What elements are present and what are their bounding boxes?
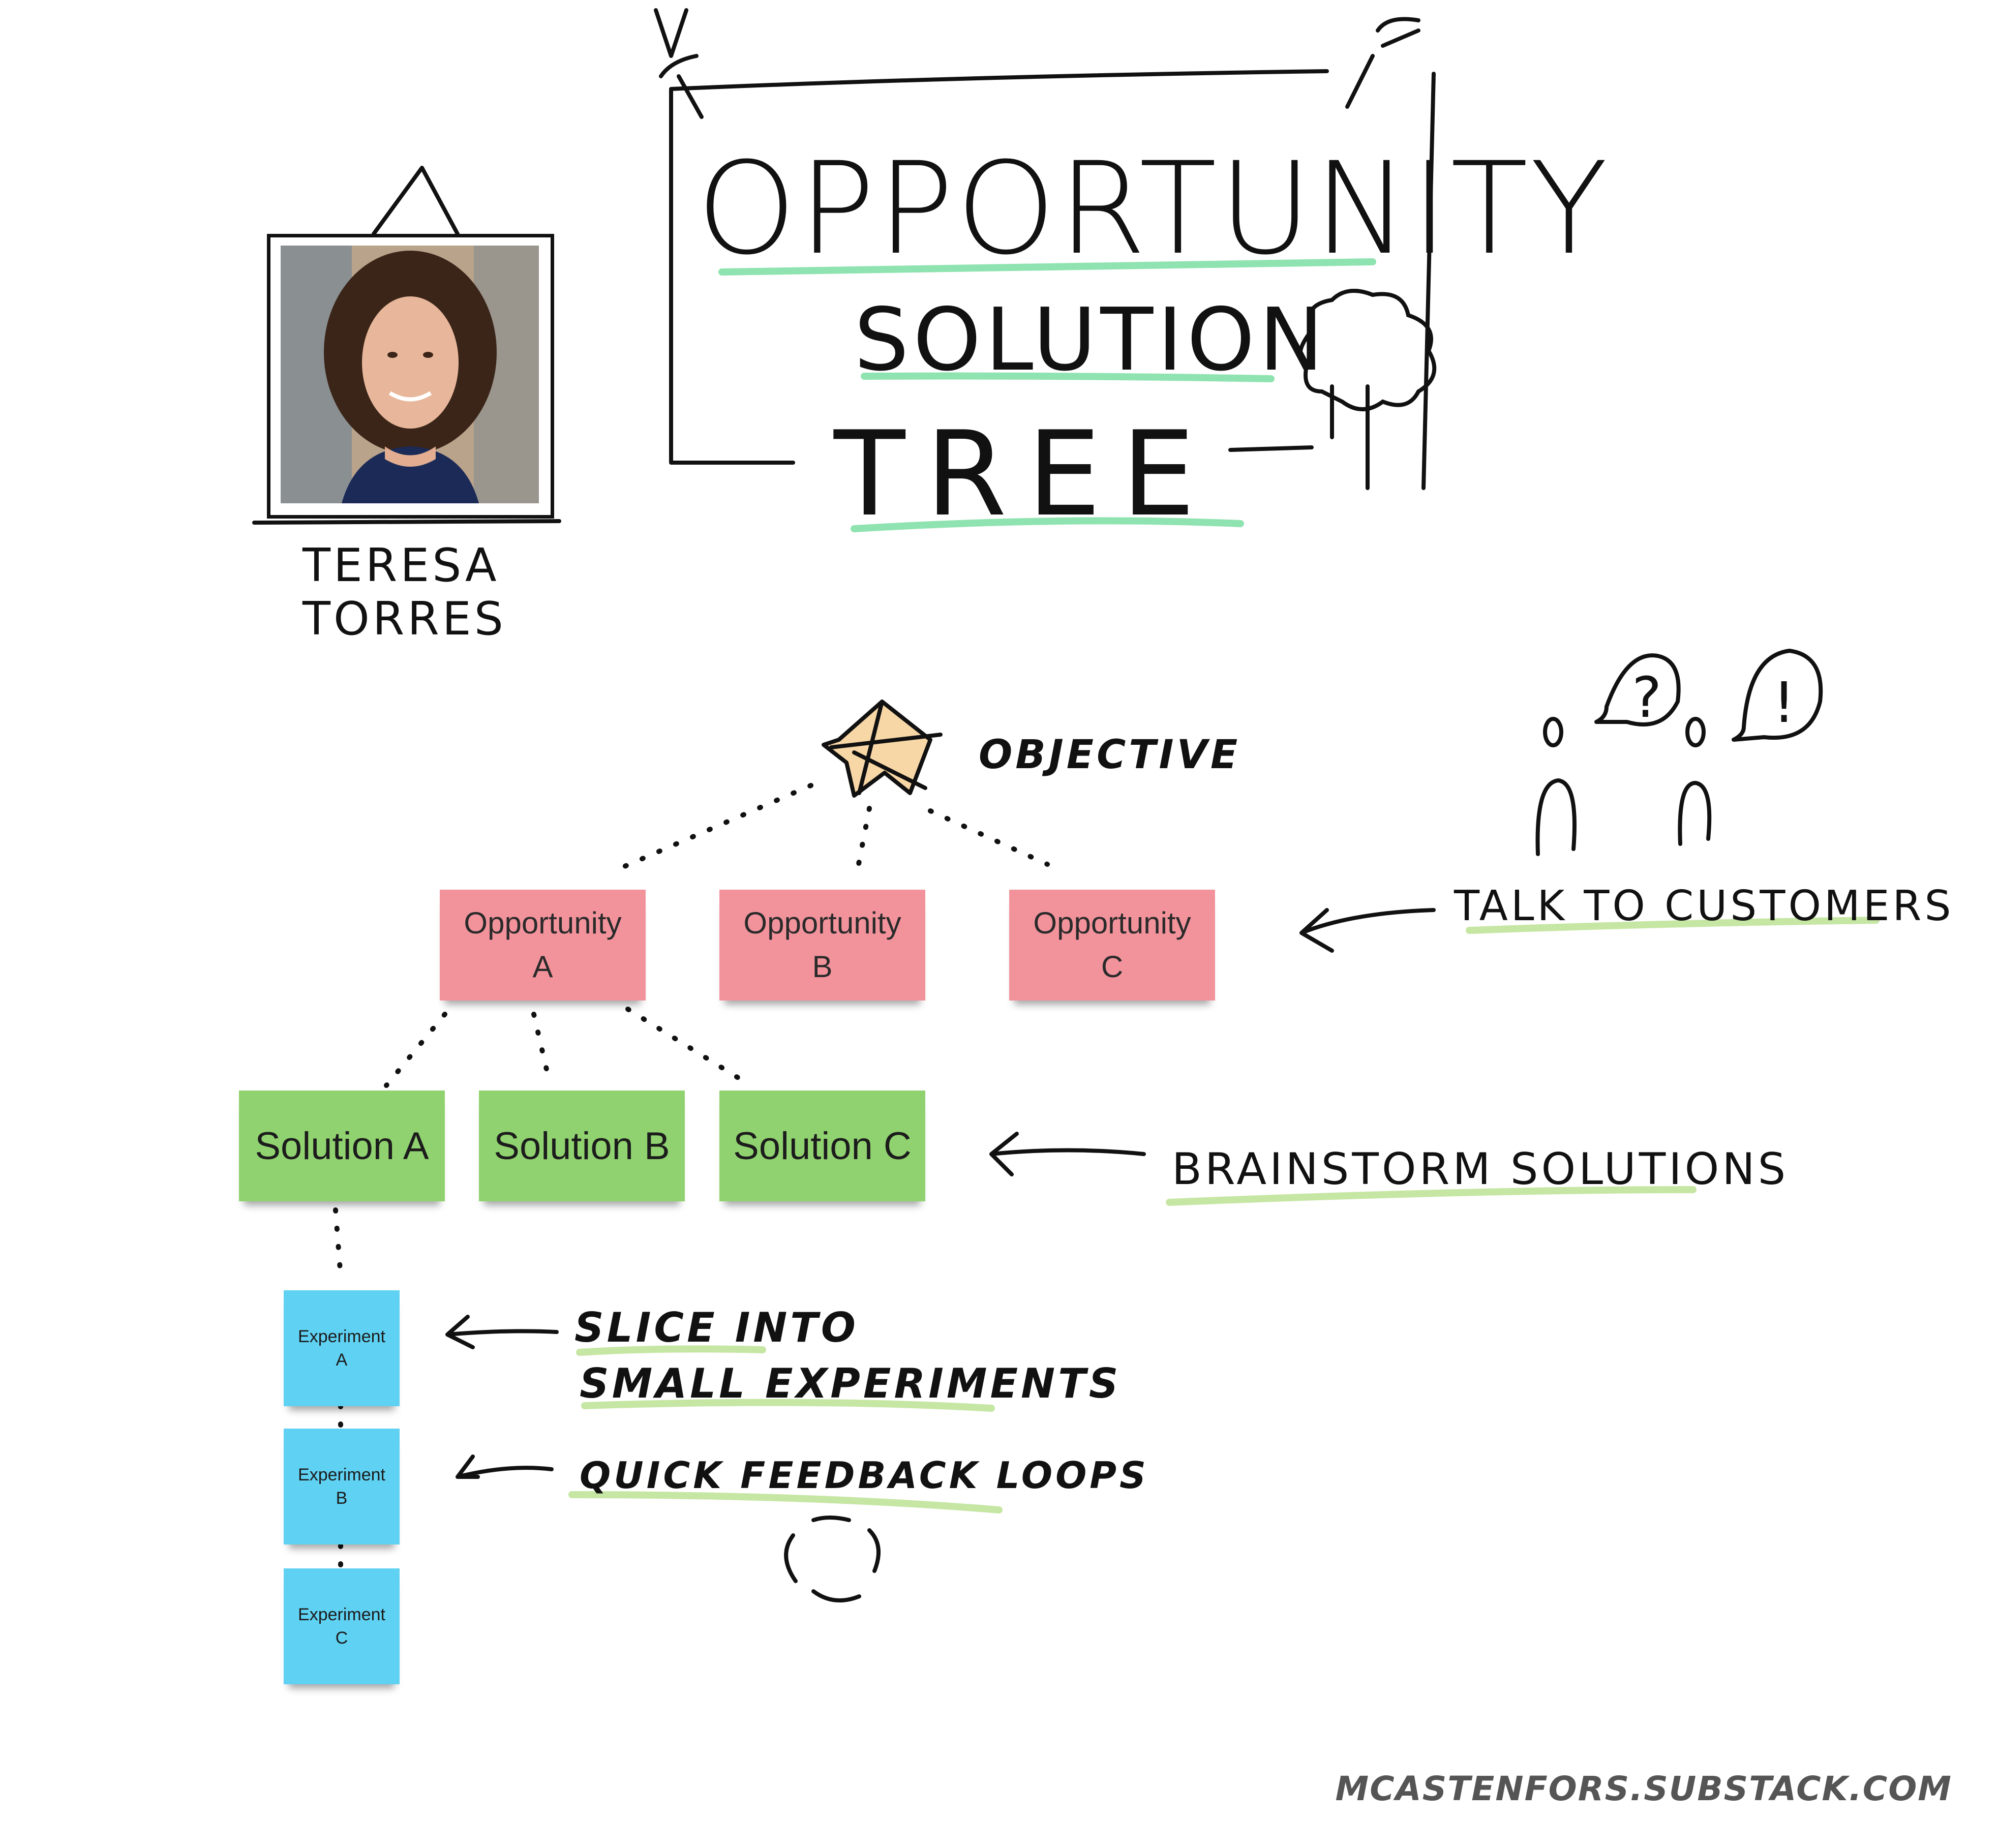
opportunity-c-line-1: Opportunity	[1033, 906, 1191, 940]
experiment-c-card[interactable]: Experiment C	[284, 1568, 400, 1684]
slice-underline-2	[581, 1399, 995, 1412]
speech-bubble-icon-exclaim	[1732, 649, 1823, 742]
annotation-slice-line-2: SMALL EXPERIMENTS	[580, 1360, 1122, 1407]
experiment-a-line-2: A	[336, 1350, 348, 1370]
annotation-quick-feedback-loops: QUICK FEEDBACK LOOPS	[580, 1454, 1149, 1497]
experiment-a-card[interactable]: Experiment A	[284, 1290, 400, 1406]
feedback-underline	[568, 1491, 1003, 1513]
connector-objective-opp-a	[615, 783, 813, 872]
bubble-exclaim-mark: !	[1773, 670, 1795, 735]
opportunity-c-line-2: C	[1101, 950, 1124, 984]
connector-sol-a-exp-a	[333, 1207, 343, 1279]
brainstorm-underline	[1166, 1186, 1697, 1206]
watermark: MCASTENFORS.SUBSTACK.COM	[1335, 1769, 1952, 1808]
star-icon	[822, 700, 943, 798]
opportunity-a-card[interactable]: Opportunity A	[440, 890, 646, 1001]
experiment-c-line-1: Experiment	[298, 1605, 385, 1624]
connector-opp-a-sol-b	[531, 1012, 552, 1083]
arrow-left-icon-talk	[1299, 908, 1436, 953]
portrait-illustration	[281, 246, 539, 503]
solution-b-label: Solution B	[494, 1124, 670, 1168]
tree-icon	[1330, 384, 1370, 490]
cycle-arrows-icon	[784, 1516, 881, 1602]
arrow-left-icon-brainstorm	[989, 1132, 1146, 1176]
tree-canopy	[1298, 289, 1437, 411]
title-board-frame	[669, 69, 1436, 490]
title-underline-1	[718, 258, 1376, 276]
objective-label: OBJECTIVE	[979, 732, 1241, 778]
annotation-brainstorm-solutions: BRAINSTORM SOLUTIONS	[1172, 1144, 1789, 1195]
connector-opp-a-sol-c	[625, 1007, 745, 1083]
solution-a-card[interactable]: Solution A	[239, 1090, 445, 1201]
title-underline-2	[861, 372, 1275, 382]
connector-objective-opp-c	[928, 808, 1050, 867]
experiment-a-line-1: Experiment	[298, 1327, 385, 1346]
experiment-b-card[interactable]: Experiment B	[284, 1429, 400, 1544]
title-line-3: TREE	[834, 407, 1216, 542]
portrait-name-line-1: TERESA	[302, 539, 500, 592]
speech-bubble-icon-question	[1594, 653, 1681, 726]
experiment-b-line-2: B	[336, 1489, 348, 1508]
title-line-2: SOLUTION	[854, 290, 1328, 390]
person-icon-right	[1678, 717, 1712, 846]
title-underline-3	[851, 517, 1244, 532]
solution-c-label: Solution C	[733, 1124, 912, 1168]
title-line-1: OPPORTUNITY	[697, 135, 1610, 283]
opportunity-b-line-1: Opportunity	[743, 906, 901, 940]
solution-b-card[interactable]: Solution B	[479, 1090, 685, 1201]
solution-a-label: Solution A	[255, 1124, 429, 1168]
opportunity-a-line-1: Opportunity	[464, 906, 622, 940]
portrait-hanger	[372, 166, 460, 236]
opportunity-c-card[interactable]: Opportunity C	[1009, 890, 1215, 1001]
bubble-question-mark: ?	[1632, 665, 1661, 730]
push-pin-icon-left	[654, 8, 704, 119]
talk-underline	[1466, 917, 1880, 934]
portrait-photo	[281, 246, 539, 503]
opportunity-b-line-2: B	[812, 950, 833, 984]
arrow-left-icon-slice	[445, 1315, 559, 1349]
push-pin-icon-right	[1345, 17, 1420, 109]
connector-objective-opp-b	[854, 806, 872, 877]
annotation-slice-line-1: SLICE INTO	[574, 1304, 859, 1351]
experiment-b-line-1: Experiment	[298, 1465, 385, 1485]
annotation-talk-to-customers: TALK TO CUSTOMERS	[1454, 882, 1954, 930]
solution-c-card[interactable]: Solution C	[719, 1090, 925, 1201]
portrait-name-line-2: TORRES	[302, 592, 506, 646]
portrait-shelf-line	[252, 519, 561, 525]
person-icon-left	[1535, 717, 1577, 856]
slice-underline-1	[576, 1345, 766, 1356]
opportunity-a-line-2: A	[532, 950, 553, 984]
connector-opp-a-sol-a	[384, 1012, 447, 1088]
opportunity-b-card[interactable]: Opportunity B	[719, 890, 925, 1001]
experiment-c-line-2: C	[335, 1628, 348, 1648]
arrow-left-icon-feedback	[456, 1455, 554, 1479]
